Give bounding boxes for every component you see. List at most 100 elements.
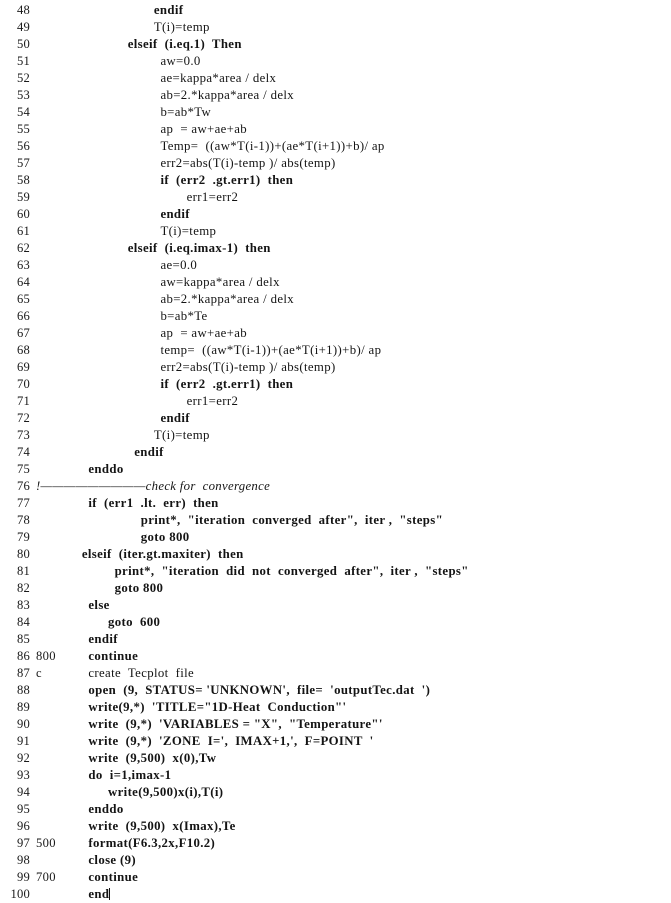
line-number: 79 bbox=[17, 530, 30, 544]
line-number: 74 bbox=[17, 445, 30, 459]
line-number: 81 bbox=[17, 564, 30, 578]
code-text: ae=0.0 bbox=[160, 258, 198, 272]
code-text: elseif (i.eq.imax-1) then bbox=[127, 241, 271, 255]
code-line[interactable]: 88 open (9, STATUS= 'UNKNOWN', file= 'out… bbox=[0, 682, 671, 699]
line-number: 76 bbox=[17, 479, 30, 493]
code-line[interactable]: 91 write (9,*) 'ZONE I=', IMAX+1,', F=POI… bbox=[0, 733, 671, 750]
code-text: write(9,*) 'TITLE="1D-Heat Conduction"' bbox=[88, 700, 347, 714]
code-line[interactable]: 56 Temp= ((aw*T(i-1))+(ae*T(i+1))+b)/ ap bbox=[0, 138, 671, 155]
line-number: 56 bbox=[17, 139, 30, 153]
code-text: endif bbox=[153, 3, 184, 17]
line-number: 95 bbox=[17, 802, 30, 816]
line-number: 88 bbox=[17, 683, 30, 697]
code-text: ab=2.*kappa*area / delx bbox=[160, 88, 295, 102]
statement-label: c bbox=[36, 666, 42, 680]
code-line[interactable]: 74 endif bbox=[0, 444, 671, 461]
code-text: endif bbox=[134, 445, 164, 459]
code-text: continue bbox=[88, 870, 139, 884]
code-text: ab=2.*kappa*area / delx bbox=[160, 292, 295, 306]
line-number: 78 bbox=[17, 513, 30, 527]
code-line[interactable]: 95 enddo bbox=[0, 801, 671, 818]
line-number: 80 bbox=[17, 547, 30, 561]
code-text: enddo bbox=[88, 802, 124, 816]
code-text: format(F6.3,2x,F10.2) bbox=[88, 836, 216, 850]
text-cursor bbox=[109, 888, 111, 900]
code-text: write (9,500) x(Imax),Te bbox=[88, 819, 236, 833]
line-number: 86 bbox=[17, 649, 30, 663]
code-line[interactable]: 50 elseif (i.eq.1) Then bbox=[0, 36, 671, 53]
code-text: write (9,*) 'ZONE I=', IMAX+1,', F=POINT… bbox=[88, 734, 374, 748]
line-number: 49 bbox=[17, 20, 30, 34]
line-number: 84 bbox=[17, 615, 30, 629]
line-number: 93 bbox=[17, 768, 30, 782]
line-number: 50 bbox=[17, 37, 30, 51]
code-text: T(i)=temp bbox=[153, 20, 210, 34]
code-text: open (9, STATUS= 'UNKNOWN', file= 'outpu… bbox=[88, 683, 431, 697]
line-number: 91 bbox=[17, 734, 30, 748]
code-text: elseif (i.eq.1) Then bbox=[127, 37, 242, 51]
line-number: 52 bbox=[17, 71, 30, 85]
code-text: if (err2 .gt.err1) then bbox=[160, 377, 294, 391]
code-line[interactable]: 79 goto 800 bbox=[0, 529, 671, 546]
code-line[interactable]: 89 write(9,*) 'TITLE="1D-Heat Conduction"… bbox=[0, 699, 671, 716]
line-number: 100 bbox=[10, 887, 30, 901]
code-text: create Tecplot file bbox=[88, 666, 195, 680]
code-text: endif bbox=[160, 411, 190, 425]
line-number: 99 bbox=[17, 870, 30, 884]
code-line[interactable]: 76!—————————check for convergence bbox=[0, 478, 671, 495]
code-text: ap = aw+ae+ab bbox=[160, 326, 248, 340]
code-text: goto 800 bbox=[114, 581, 164, 595]
code-text: Temp= ((aw*T(i-1))+(ae*T(i+1))+b)/ ap bbox=[160, 139, 385, 153]
line-number: 64 bbox=[17, 275, 30, 289]
code-line[interactable]: 49 T(i)=temp bbox=[0, 19, 671, 36]
code-text: goto 800 bbox=[140, 530, 190, 544]
code-text: aw=0.0 bbox=[160, 54, 201, 68]
line-number: 89 bbox=[17, 700, 30, 714]
line-number: 94 bbox=[17, 785, 30, 799]
